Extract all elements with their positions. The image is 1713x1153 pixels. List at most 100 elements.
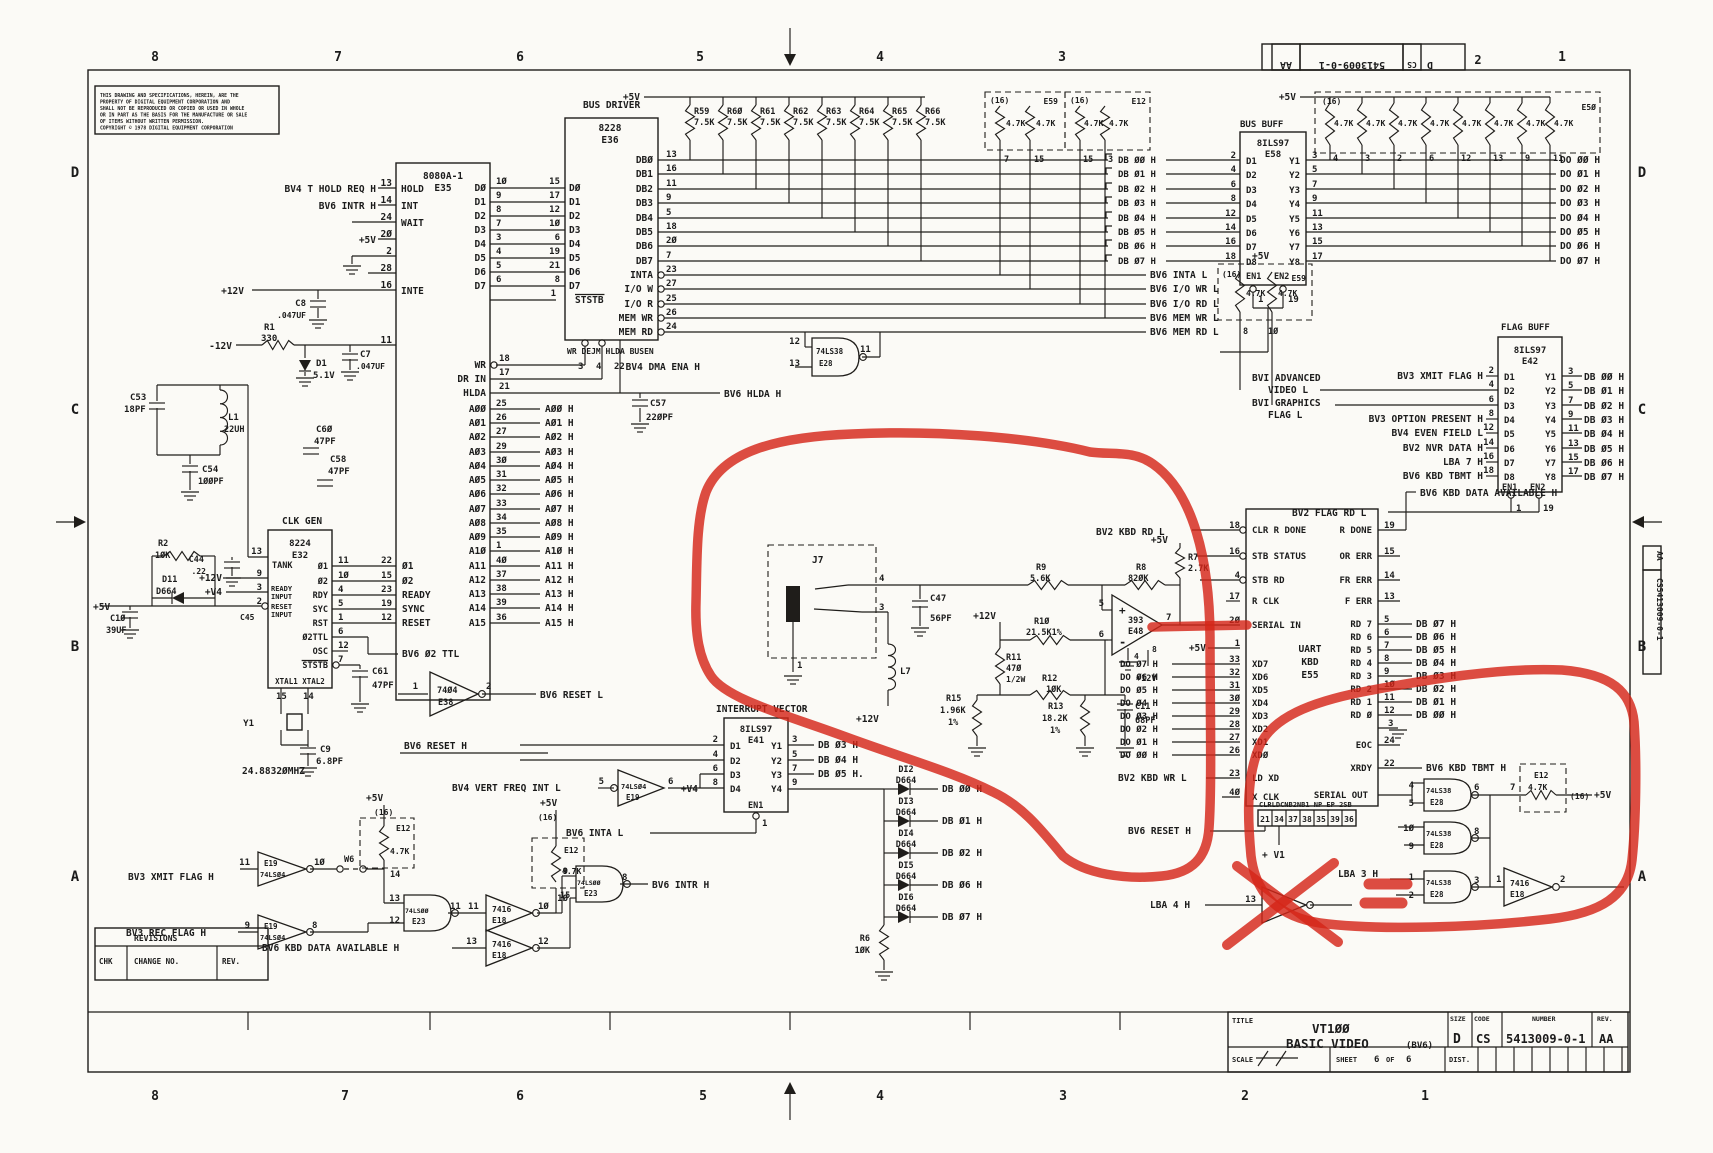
nand-gate-bubble	[1471, 834, 1479, 842]
schematic-label: A13	[469, 589, 486, 600]
schematic-label: READY	[402, 590, 431, 601]
schematic-label: STSTB	[575, 295, 604, 306]
schematic-label: DB Ø7 H	[1118, 256, 1156, 267]
schematic-label: 330	[261, 334, 277, 344]
schematic-label: 4.7K	[1334, 119, 1353, 128]
schematic-label: 74LSØØ	[405, 907, 429, 915]
schematic-label: DB Ø5 H	[1416, 645, 1456, 656]
schematic-label: D	[1453, 1032, 1461, 1047]
diode	[898, 783, 910, 795]
schematic-label: AØ2 H	[545, 432, 574, 443]
frame-alignment-arrow	[1632, 516, 1644, 528]
schematic-label: 19	[1543, 504, 1554, 514]
schematic-label: +12V	[1136, 674, 1156, 684]
schematic-label: 35	[1316, 815, 1326, 824]
schematic-label: XD6	[1252, 673, 1268, 683]
resistor	[882, 104, 894, 141]
schematic-label: +5V	[93, 602, 110, 613]
schematic-label: C47	[930, 594, 946, 604]
schematic-label: +12V	[199, 573, 222, 584]
schematic-label: XRDY	[1350, 764, 1372, 774]
inverter-bubble	[657, 285, 665, 293]
schematic-label: I/O R	[624, 299, 653, 310]
inverter-bubble	[1239, 526, 1247, 534]
schematic-label: 1	[338, 613, 343, 623]
schematic-label: EN2	[1530, 483, 1545, 493]
schematic-label: 9	[1409, 842, 1414, 852]
schematic-label: 32	[1229, 668, 1240, 678]
schematic-label: 2	[386, 246, 392, 257]
schematic-label: 74LSØ4	[260, 871, 285, 879]
inverter-bubble	[261, 602, 269, 610]
schematic-label: DI2	[898, 765, 913, 775]
schematic-label: 4.7K	[1109, 119, 1128, 128]
schematic-label: 5	[1409, 799, 1414, 809]
schematic-label: 4Ø	[496, 555, 507, 566]
schematic-label: AØ3 H	[545, 447, 574, 458]
schematic-label: R9	[1036, 563, 1046, 573]
schematic-label: C45	[240, 613, 255, 622]
schematic-label: DB4	[636, 213, 653, 224]
schematic-label: DB Ø1 H	[1584, 386, 1624, 397]
schematic-label: +5V	[359, 235, 376, 246]
schematic-label: 17	[1312, 252, 1323, 262]
schematic-label: DO Ø5 H	[1120, 685, 1158, 696]
inverter-gate-bubble	[306, 928, 314, 936]
schematic-label: 5	[792, 750, 797, 760]
schematic-label: XD4	[1252, 699, 1269, 709]
schematic-label: 4.7K	[1366, 119, 1385, 128]
schematic-label: 47PF	[372, 681, 394, 691]
component-box	[723, 717, 789, 813]
schematic-label: 11	[468, 902, 479, 912]
schematic-label: CLK GEN	[282, 516, 322, 527]
schematic-label: 15	[1083, 155, 1093, 165]
schematic-label: DIST.	[1449, 1056, 1470, 1064]
component-box	[87, 69, 1631, 1073]
schematic-label: 22	[1384, 759, 1395, 769]
schematic-label: DB Ø7 H	[942, 912, 982, 923]
schematic-label: E12	[564, 846, 579, 855]
schematic-label: +5V	[623, 92, 640, 103]
schematic-label: 1	[496, 541, 501, 551]
schematic-label: +5V	[1252, 251, 1269, 262]
schematic-label: 2	[1474, 53, 1481, 67]
schematic-label: E59	[1044, 97, 1059, 106]
schematic-label: R11	[1006, 653, 1021, 663]
schematic-label: RD Ø	[1350, 710, 1372, 721]
schematic-label: HLDA	[463, 388, 486, 399]
schematic-label: 8	[496, 205, 501, 215]
schematic-label: E42	[1522, 357, 1538, 367]
schematic-label: R DONE	[1339, 526, 1372, 536]
schematic-label: 7.5K	[727, 118, 748, 128]
schematic-label: MEM WR	[619, 313, 654, 324]
schematic-label: XD5	[1252, 686, 1268, 696]
schematic-label: 7	[666, 251, 671, 261]
resistor	[1452, 102, 1464, 146]
schematic-label: 24	[381, 212, 393, 223]
schematic-label: D6	[475, 267, 487, 278]
schematic-label: BV4 VERT FREQ INT L	[452, 783, 561, 794]
schematic-label: 27	[496, 427, 507, 437]
schematic-label: 5	[1099, 599, 1104, 609]
schematic-label: 26	[496, 413, 507, 423]
resistor	[1516, 102, 1528, 146]
schematic-label: 21	[1260, 815, 1270, 824]
schematic-label: Y6	[1545, 445, 1556, 455]
schematic-label: 12	[389, 916, 400, 926]
schematic-label: DØ	[475, 183, 487, 194]
schematic-label: 37	[496, 570, 507, 580]
schematic-label: 6	[496, 275, 501, 285]
schematic-label: 14	[381, 195, 393, 206]
schematic-label: A1Ø H	[545, 546, 574, 557]
schematic-label: BV6 KBD TBMT H	[1426, 763, 1506, 774]
schematic-label: SIZE	[1450, 1015, 1466, 1023]
schematic-label: DI6	[898, 893, 913, 903]
schematic-label: 1Ø	[338, 570, 349, 581]
schematic-label: D1	[1246, 157, 1257, 167]
schematic-label: WR DEJM HLDA BUSEN	[567, 347, 654, 356]
schematic-label: DO Ø7 H	[1120, 659, 1158, 670]
schematic-label: CODE	[1474, 1015, 1490, 1023]
schematic-label: 4.7K	[1554, 119, 1573, 128]
schematic-label: 12	[381, 613, 392, 623]
